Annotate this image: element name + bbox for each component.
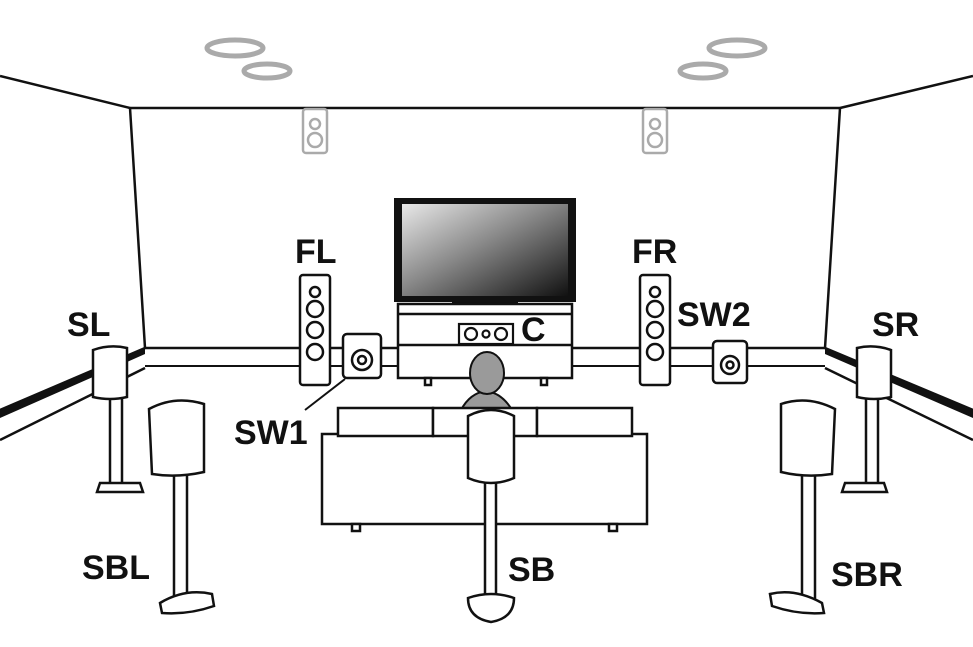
label-sw1: SW1 [234, 414, 308, 452]
height-speaker-left [301, 107, 329, 155]
label-fl: FL [295, 233, 337, 271]
surround-back-speaker [466, 408, 516, 624]
label-fr: FR [632, 233, 677, 271]
subwoofer-2 [711, 339, 749, 385]
front-left-speaker [298, 273, 332, 387]
surround-left-speaker [91, 345, 145, 494]
center-speaker [457, 322, 515, 346]
label-sbr: SBR [831, 556, 903, 594]
baseboard-right [825, 348, 973, 418]
label-sw2: SW2 [677, 296, 751, 334]
subwoofer-1 [341, 332, 383, 380]
surround-back-right-speaker [768, 399, 837, 615]
sw1-leader-line [304, 378, 346, 411]
tv [394, 198, 576, 307]
height-speaker-right [641, 107, 669, 155]
label-sr: SR [872, 306, 919, 344]
surround-back-left-speaker [147, 399, 216, 615]
front-right-speaker [638, 273, 672, 387]
label-c: C [521, 311, 546, 349]
label-sb: SB [508, 551, 555, 589]
ceiling-speakers [204, 37, 768, 81]
label-sbl: SBL [82, 549, 150, 587]
label-sl: SL [67, 306, 110, 344]
surround-right-speaker [840, 345, 893, 494]
listener [459, 351, 514, 411]
